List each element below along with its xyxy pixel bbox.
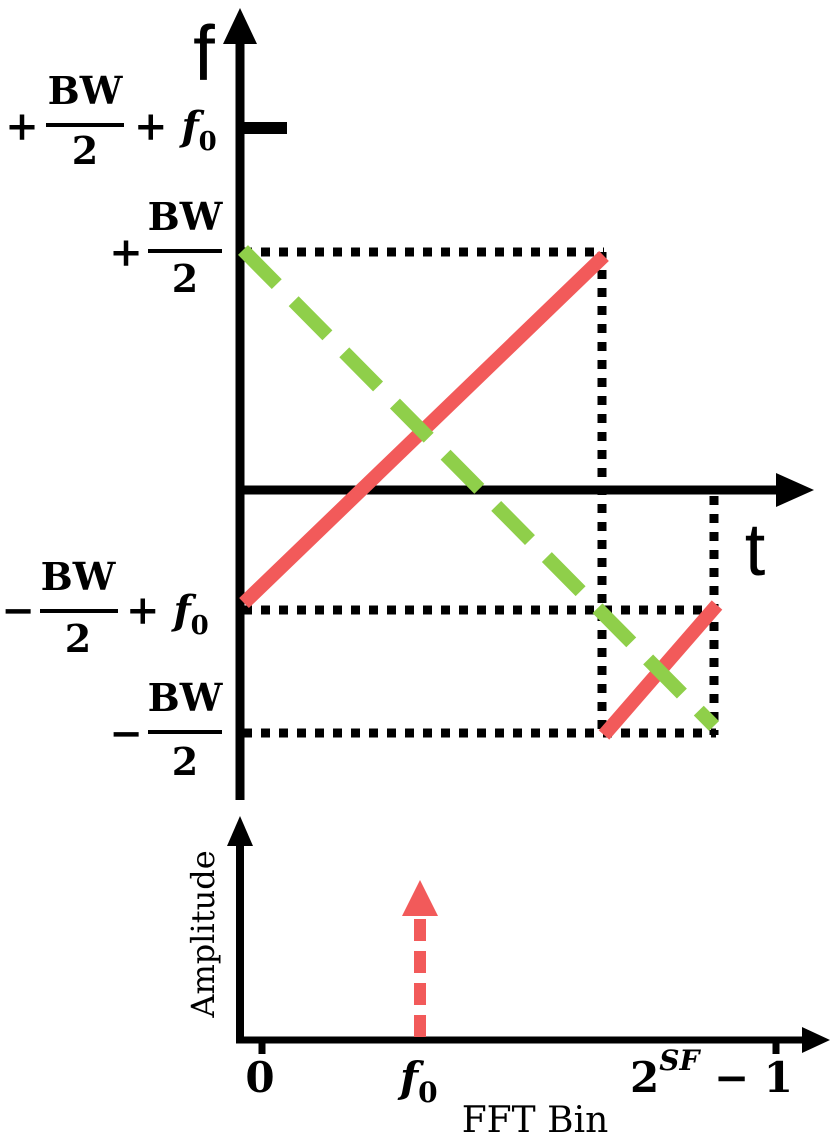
label-plus-bw-sign: +: [109, 229, 143, 276]
label-plus-bw-plus-f0-denominator: 2: [72, 128, 98, 173]
amplitude-axis-label: Amplitude: [184, 850, 222, 1018]
label-minus-f0-text: + f: [126, 587, 196, 634]
label-minus-bw: − BW 2: [109, 675, 223, 784]
tick-max-tail: − 1: [699, 1053, 793, 1102]
fft-bin-axis-arrowhead: [802, 1027, 830, 1053]
tick-max-base: 2: [630, 1053, 659, 1102]
label-minus-bw-plus-f0-denominator: 2: [65, 616, 91, 661]
amplitude-axis-arrowhead: [227, 816, 253, 846]
label-plus-bw-denominator: 2: [172, 256, 198, 301]
label-minus-bw-plus-f0-tail: + f0: [126, 587, 209, 641]
downchirp: [238, 245, 719, 731]
tick-max-label: 2SF − 1: [630, 1044, 793, 1102]
tick-f0-sub: 0: [418, 1076, 437, 1109]
label-minus-bw-denominator: 2: [172, 739, 198, 784]
label-plus-bw: + BW 2: [109, 194, 223, 301]
label-plus-bw-plus-f0-sign: +: [5, 103, 39, 150]
f-axis-arrowhead: [223, 8, 257, 44]
label-plus-f0-sub: 0: [199, 127, 217, 157]
t-axis-arrowhead: [776, 473, 814, 507]
label-plus-bw-numerator: BW: [148, 194, 224, 239]
label-plus-f0-text: + f: [134, 103, 204, 150]
guide-lines: [243, 247, 719, 738]
label-minus-bw-plus-f0-numerator: BW: [41, 554, 117, 599]
tick-zero-label: 0: [245, 1053, 274, 1102]
label-plus-bw-plus-f0: + BW 2 + f0: [5, 68, 217, 173]
t-axis-label: t: [745, 508, 766, 591]
fft-bin-axis-label: FFT Bin: [462, 1100, 609, 1138]
tick-f0-label: f0: [397, 1053, 438, 1109]
label-minus-f0-sub: 0: [191, 611, 209, 641]
f-axis-label: f: [193, 9, 215, 97]
label-minus-bw-sign: −: [109, 710, 143, 757]
label-minus-bw-plus-f0: − BW 2 + f0: [1, 554, 209, 661]
label-plus-bw-plus-f0-numerator: BW: [48, 68, 124, 113]
tick-max-sup: SF: [659, 1044, 701, 1077]
label-minus-bw-plus-f0-sign: −: [1, 587, 35, 634]
fft-peak-arrowhead: [402, 880, 438, 916]
label-minus-bw-numerator: BW: [148, 675, 224, 720]
label-plus-bw-plus-f0-tail: + f0: [134, 103, 217, 157]
